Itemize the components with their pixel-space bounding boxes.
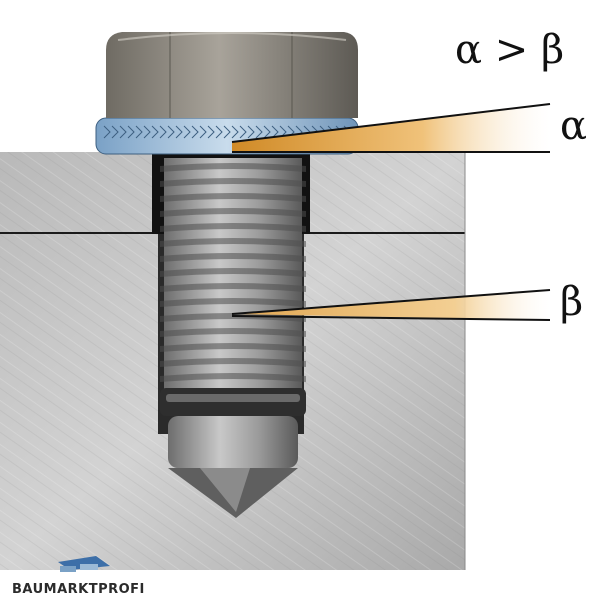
washer-tooth: [135, 125, 143, 139]
thread-ridge: [160, 283, 306, 292]
thread-ridge: [160, 343, 306, 352]
thread-ridges: [160, 163, 306, 382]
thread-ridge: [160, 373, 306, 382]
washer-tooth: [223, 125, 231, 139]
thread-ridge: [160, 253, 306, 262]
washer-tooth: [127, 125, 135, 139]
thread-ridge: [160, 223, 306, 232]
bolt-head: [106, 32, 358, 118]
thread-ridge: [160, 358, 306, 367]
thread-ridge: [160, 193, 306, 202]
thread-ridge: [160, 178, 306, 187]
washer-tooth: [231, 125, 239, 139]
washer-tooth: [103, 125, 111, 139]
washer-tooth: [167, 125, 175, 139]
washer-tooth: [151, 125, 159, 139]
washer-tooth: [159, 125, 167, 139]
washer-tooth: [175, 125, 183, 139]
washer-tooth: [143, 125, 151, 139]
washer-tooth: [207, 125, 215, 139]
thread-ridge: [160, 268, 306, 277]
washer-tooth: [239, 125, 247, 139]
thread-ridge: [160, 238, 306, 247]
thread-ridge: [160, 208, 306, 217]
washer-tooth: [199, 125, 207, 139]
washer-tooth: [119, 125, 127, 139]
washer-tooth: [183, 125, 191, 139]
bolt-shank: [160, 158, 306, 390]
washer-tooth: [247, 125, 255, 139]
thread-ridge: [160, 313, 306, 322]
angle-relation-formula: α > β: [455, 27, 565, 73]
washer-tooth: [215, 125, 223, 139]
bolt-tip: [168, 416, 298, 518]
washer-tooth: [191, 125, 199, 139]
beta-angle-indicator: [231, 289, 551, 321]
thread-end-ring: [160, 388, 306, 416]
thread-ridge: [160, 163, 306, 172]
washer-tooth: [255, 125, 263, 139]
brand-name: BAUMARKTPROFI: [12, 582, 145, 597]
washer-tooth: [111, 125, 119, 139]
thread-ridge: [160, 298, 306, 307]
alpha-label: α: [560, 103, 588, 149]
washer-tooth: [263, 125, 271, 139]
thread-ridge: [160, 328, 306, 337]
beta-label: β: [560, 279, 584, 325]
alpha-angle-indicator: [231, 103, 551, 153]
brand-logo-icon: [58, 556, 110, 572]
